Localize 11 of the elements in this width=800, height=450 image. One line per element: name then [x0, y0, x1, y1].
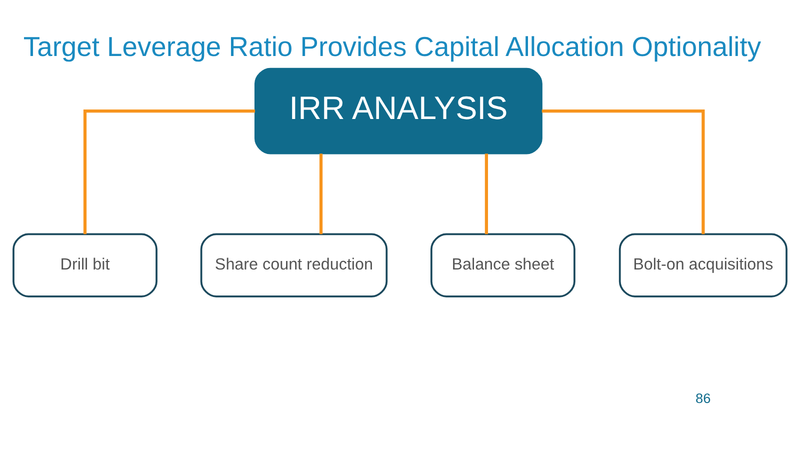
diagram-title: Target Leverage Ratio Provides Capital Allocation Optionality — [23, 30, 762, 62]
node-box: Drill bit — [12, 232, 158, 297]
connector — [319, 153, 323, 234]
node-box: IRR ANALYSIS — [254, 67, 542, 154]
connector — [484, 153, 488, 234]
node-box: Bolt-on acquisitions — [618, 232, 788, 297]
node-box: Balance sheet — [430, 232, 576, 297]
connector — [83, 109, 256, 234]
label: 86 — [696, 390, 711, 406]
node-box: Share count reduction — [200, 232, 388, 297]
connector — [542, 109, 705, 234]
